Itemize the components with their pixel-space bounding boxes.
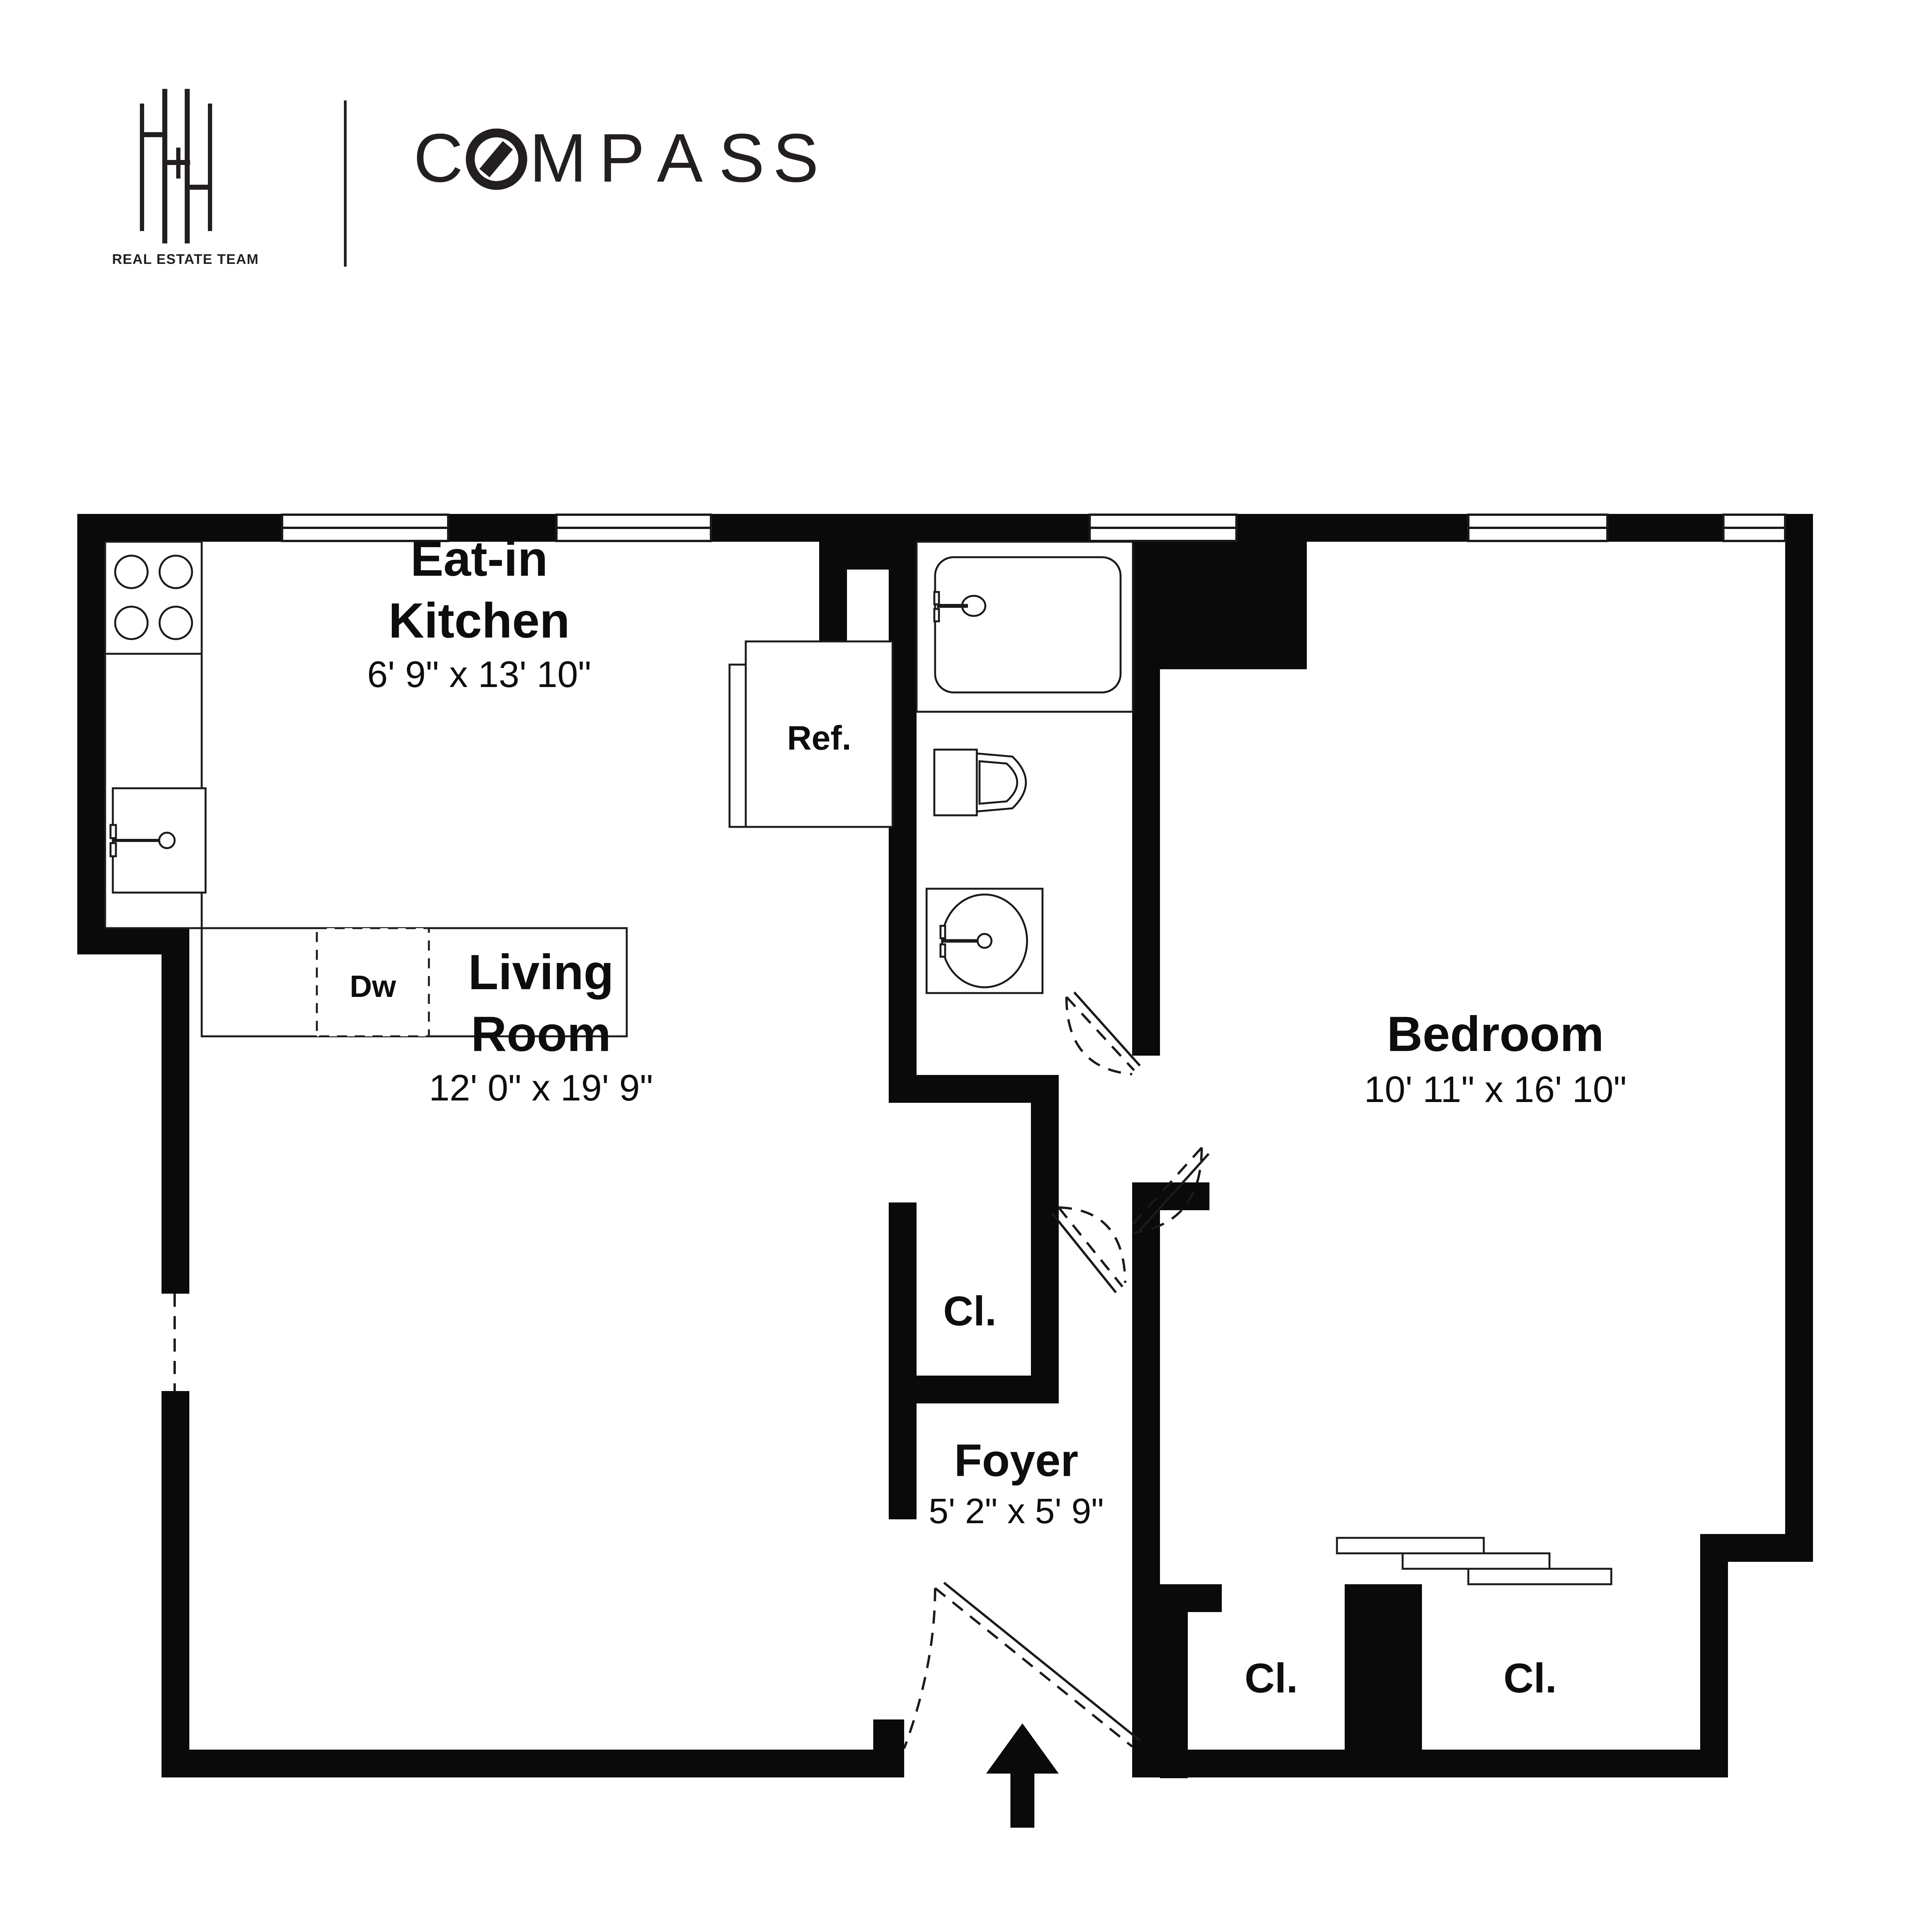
floor-plan: Eat-in Kitchen 6' 9" x 13' 10" Living Ro… bbox=[0, 456, 1932, 1847]
bathroom-sink-icon bbox=[925, 888, 1044, 994]
burner-icon bbox=[158, 605, 193, 640]
svg-text:A: A bbox=[657, 124, 708, 196]
toilet-icon bbox=[933, 748, 1027, 816]
room-name-living-line2: Room bbox=[471, 1007, 611, 1062]
door-swing-bedroom bbox=[1131, 1146, 1210, 1234]
fixture-label-refrigerator: Ref. bbox=[787, 719, 851, 757]
hh-monogram-icon bbox=[140, 89, 212, 243]
svg-text:M: M bbox=[529, 124, 592, 196]
hh-team-label: REAL ESTATE TEAM bbox=[112, 251, 259, 267]
bathtub-icon bbox=[934, 556, 1122, 694]
header-divider bbox=[344, 100, 347, 267]
burner-icon bbox=[158, 554, 193, 589]
sliding-door-group bbox=[1336, 1537, 1612, 1585]
compass-needle-icon bbox=[466, 128, 527, 190]
door-swing-group bbox=[173, 991, 1210, 1749]
window bbox=[1722, 514, 1786, 542]
room-dimensions-living: 12' 0" x 19' 9" bbox=[429, 1067, 653, 1109]
entry-arrow-icon bbox=[986, 1723, 1059, 1828]
room-name-kitchen-line1: Eat-in bbox=[410, 531, 548, 587]
svg-text:P: P bbox=[599, 124, 650, 196]
hh-team-logo: REAL ESTATE TEAM bbox=[104, 89, 309, 290]
closet-label-bedroom-2: Cl. bbox=[1503, 1655, 1557, 1701]
burner-icon bbox=[114, 554, 149, 589]
closet-label-hall: Cl. bbox=[943, 1287, 997, 1334]
kitchen-fixtures bbox=[104, 541, 628, 1037]
room-dimensions-kitchen: 6' 9" x 13' 10" bbox=[367, 654, 591, 695]
window-group bbox=[281, 514, 1786, 542]
page-header: REAL ESTATE TEAM C M P A S S bbox=[0, 0, 1932, 317]
window bbox=[1088, 514, 1238, 542]
closet-label-bedroom-1: Cl. bbox=[1245, 1655, 1298, 1701]
window bbox=[555, 514, 712, 542]
compass-wordmark-logo: C M P A S S bbox=[413, 124, 824, 196]
door-swing-hall-closet bbox=[1051, 1206, 1126, 1293]
dishwasher-icon bbox=[316, 927, 430, 1037]
burner-icon bbox=[114, 605, 149, 640]
wall-group bbox=[77, 514, 1813, 1778]
room-dimensions-bedroom: 10' 11" x 16' 10" bbox=[1364, 1069, 1627, 1110]
fixture-label-dishwasher: Dw bbox=[350, 969, 396, 1003]
svg-text:C: C bbox=[413, 124, 469, 196]
room-label-group: Eat-in Kitchen 6' 9" x 13' 10" Living Ro… bbox=[350, 531, 1627, 1701]
room-name-kitchen-line2: Kitchen bbox=[388, 593, 570, 648]
window bbox=[1467, 514, 1609, 542]
room-name-living-line1: Living bbox=[468, 945, 614, 1000]
room-name-foyer: Foyer bbox=[954, 1435, 1078, 1486]
svg-text:S: S bbox=[773, 124, 824, 196]
svg-text:S: S bbox=[719, 124, 770, 196]
door-swing-bathroom bbox=[1065, 991, 1141, 1075]
bathroom-fixtures bbox=[915, 541, 1134, 994]
room-dimensions-foyer: 5' 2" x 5' 9" bbox=[929, 1492, 1104, 1531]
refrigerator-icon bbox=[728, 640, 894, 828]
door-swing-entry bbox=[903, 1582, 1141, 1749]
room-name-bedroom: Bedroom bbox=[1387, 1007, 1604, 1062]
window bbox=[281, 514, 449, 542]
